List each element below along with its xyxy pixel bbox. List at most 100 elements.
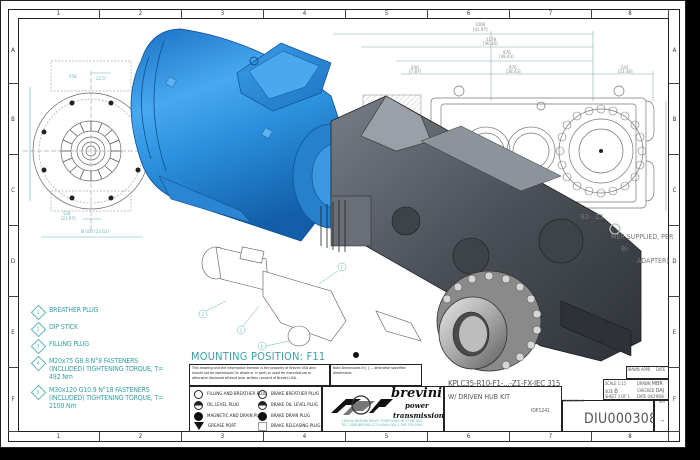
zone-col-6: 6 — [428, 9, 510, 18]
circle-half-icon — [194, 401, 203, 410]
svg-text:976: 976 — [503, 50, 511, 55]
zone-row-c: C — [8, 155, 18, 226]
svg-text:Ø 600 [23.62]: Ø 600 [23.62] — [81, 229, 109, 234]
title-block-info — [603, 379, 669, 400]
plug-legend: FILLING AND BREATHER PLUG OIL LEVEL PLUG… — [189, 386, 322, 432]
svg-text:1: 1 — [341, 265, 343, 270]
drawn-by-field: DRAWN MBR — [637, 381, 663, 387]
motor-fan-fins — [61, 121, 121, 181]
size-field: SIZE B — [605, 388, 618, 395]
title-block-approvals — [626, 366, 669, 379]
svg-text:[7.87]: [7.87] — [409, 69, 421, 74]
legend-item: BRAKE BREATHER PLUG — [258, 390, 319, 399]
zone-row-r-e: E — [669, 297, 680, 368]
zone-col-b-5: 5 — [346, 432, 428, 442]
svg-text:[38.43]: [38.43] — [499, 54, 514, 59]
zone-col-4: 4 — [264, 9, 346, 18]
svg-text:[38.43]: [38.43] — [506, 69, 521, 74]
part-number: KPLC35-R10-F1-...-Z1-FX-IEC 315 — [448, 379, 561, 388]
circle-open-icon — [258, 390, 267, 399]
svg-text:558: 558 — [69, 74, 77, 79]
drawing-sheet: 1 2 3 4 5 6 7 8 1 2 3 4 5 6 7 8 A B C D … — [0, 0, 686, 448]
bolt-circle — [555, 104, 647, 198]
sheet-field: SHEET 1 OF 1 — [605, 394, 630, 399]
drawing-graphics: 1066[41.97] 1176[46.30] 976[38.43] 976[3… — [23, 22, 667, 372]
zone-row-r-b: B — [669, 84, 680, 155]
company-line3: transmission — [393, 411, 444, 420]
zone-row-r-f: F — [669, 368, 680, 432]
triangle-down-icon — [194, 422, 204, 430]
zone-col-1: 1 — [18, 9, 100, 18]
top-dimensions — [333, 31, 654, 101]
svg-text:[21.46]: [21.46] — [618, 69, 633, 74]
zone-col-2: 2 — [100, 9, 182, 18]
dimension-note-box: Note Dimensions in [ ] ... otherwise spe… — [330, 364, 422, 386]
drawing-number: DIU000308 — [584, 411, 658, 427]
note-item: 3 FILLING PLUG — [30, 338, 191, 355]
square-open-icon — [258, 422, 267, 431]
legend-item: BRAKE RELEASING PLUG — [258, 422, 320, 431]
zone-col-5: 5 — [346, 9, 428, 18]
zone-col-3: 3 — [182, 9, 264, 18]
svg-text:558: 558 — [63, 211, 71, 216]
gearbox-3d-render — [320, 95, 642, 362]
motor-3d-render — [130, 28, 370, 242]
company-logo-box — [322, 386, 444, 432]
note-item: 2 DIP STICK — [30, 321, 191, 338]
circle-filled-icon — [194, 412, 203, 421]
callout-leaders: 1 2 3 4 — [198, 262, 347, 351]
company-name: brevini — [391, 386, 443, 401]
notes-list: 1 BREATHER PLUG 2 DIP STICK 3 FILLING PL… — [30, 304, 191, 415]
revision-box — [654, 400, 669, 432]
date-field: DATE 04/29/08 — [637, 394, 664, 399]
legend-item: MAGNETIC AND DRAIN PLUG — [194, 412, 264, 421]
top-dimension-labels: 1066[41.97] 1176[46.30] 976[38.43] 976[3… — [409, 22, 633, 74]
zone-col-7: 7 — [510, 9, 592, 18]
zone-row-r-d: D — [669, 226, 680, 297]
zone-col-b-3: 3 — [182, 432, 264, 442]
drawing-number-box — [562, 400, 654, 432]
zone-col-b-7: 7 — [510, 432, 592, 442]
part-description: W/ DRIVEN HUB KIT — [448, 393, 510, 401]
left-dimensions — [29, 72, 143, 238]
legend-item: FILLING AND BREATHER PLUG — [194, 390, 267, 399]
company-address: 1400 W. BREVINI DRIVE, YORKTOWN, IN 4739… — [341, 419, 423, 427]
svg-text:3: 3 — [240, 328, 242, 333]
zone-col-b-1: 1 — [18, 432, 100, 442]
brevini-logo-icon — [331, 395, 393, 415]
svg-text:4: 4 — [261, 344, 264, 349]
revision-value: – — [661, 416, 665, 425]
zone-col-b-6: 6 — [428, 432, 510, 442]
part-number-box — [444, 386, 562, 432]
svg-text:976: 976 — [509, 65, 517, 70]
note-item: 5 M30x120 G10.9 N°18 FASTENERS (INCLUDED… — [30, 384, 191, 410]
svg-text:2: 2 — [202, 312, 204, 317]
legend-item: BRAKE DRAIN PLUG — [258, 412, 310, 421]
zone-col-b-4: 4 — [264, 432, 346, 442]
mounting-position-title: MOUNTING POSITION: F11 — [191, 350, 326, 363]
driven-hub-render — [436, 270, 542, 372]
zone-col-b-8: 8 — [592, 432, 669, 442]
zone-row-r-a: A — [669, 18, 680, 84]
svg-text:1066: 1066 — [475, 22, 486, 27]
svg-text:[46.30]: [46.30] — [483, 41, 498, 46]
svg-text:545: 545 — [621, 65, 629, 70]
circle-half-icon — [258, 401, 267, 410]
circle-open-icon — [194, 390, 203, 399]
scale-field: SCALE 1:15 — [605, 381, 626, 386]
mounting-iso-drawing — [201, 246, 422, 347]
disclaimer-box: This drawing and the information thereon… — [189, 364, 330, 386]
svg-text:22.5°: 22.5° — [96, 76, 107, 81]
legend-item: GREASE PORT — [194, 422, 236, 430]
zone-row-r-c: C — [669, 155, 680, 226]
legend-item: OIL LEVEL PLUG — [194, 401, 239, 410]
checked-by-field: CHECKED DAJ — [637, 388, 665, 394]
note-item: 1 BREATHER PLUG — [30, 304, 191, 321]
zone-row-b: B — [8, 84, 18, 155]
zone-row-f: F — [8, 368, 18, 432]
zone-row-d: D — [8, 226, 18, 297]
zone-col-b-2: 2 — [100, 432, 182, 442]
zone-row-a: A — [8, 18, 18, 84]
circle-filled-icon — [258, 412, 267, 421]
zone-col-8: 8 — [592, 9, 669, 18]
